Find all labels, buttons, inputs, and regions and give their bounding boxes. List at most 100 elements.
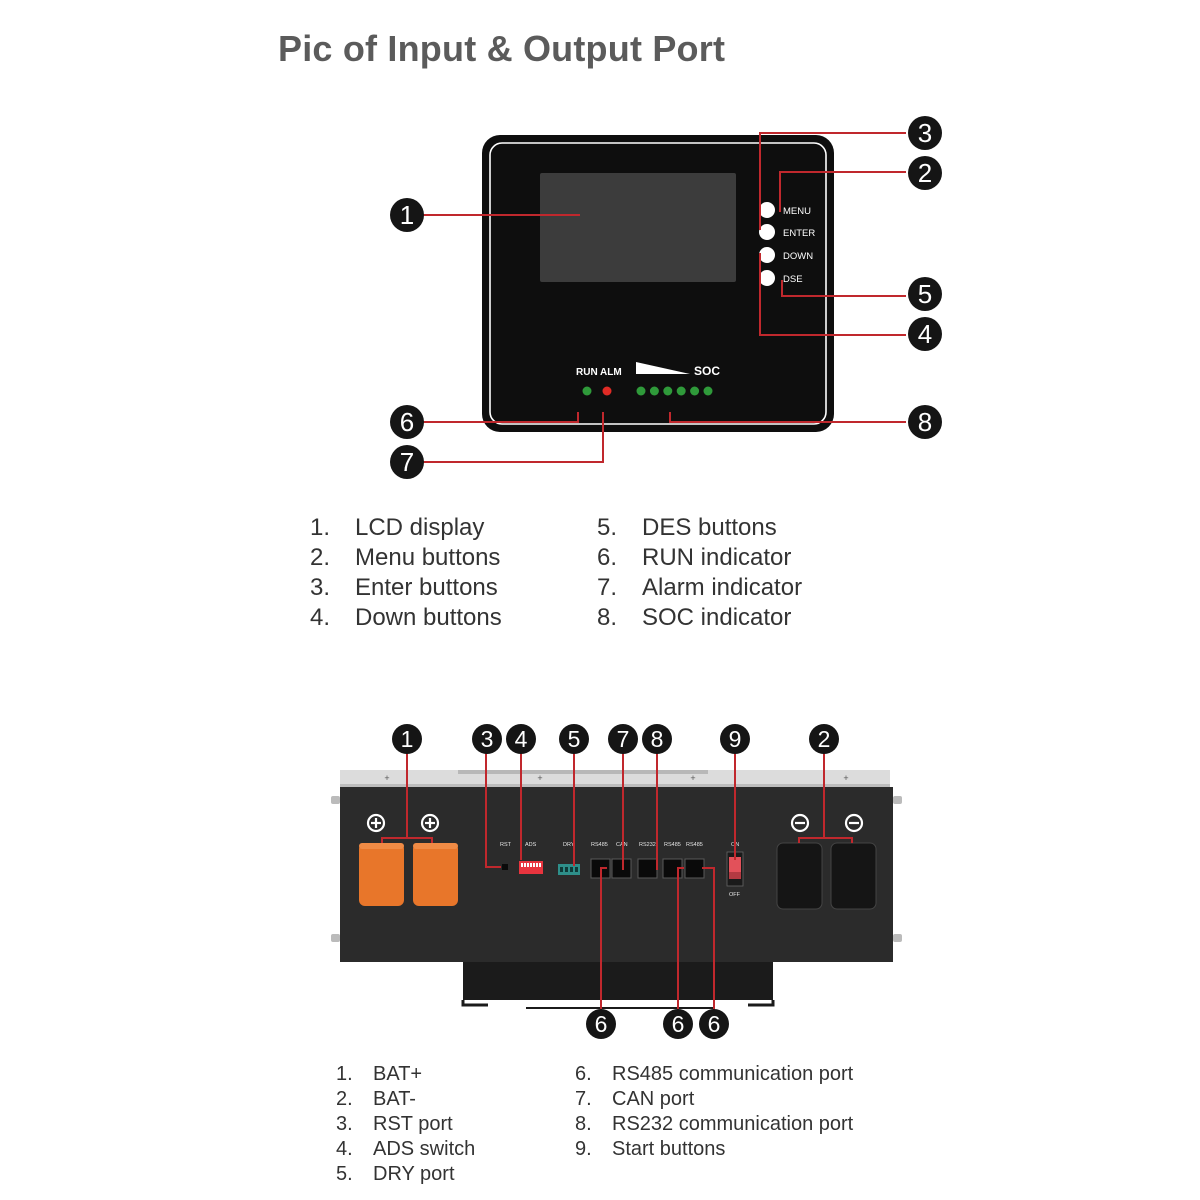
bat-minus-terminal-a[interactable] — [776, 842, 823, 910]
soc-led — [663, 386, 673, 396]
legend-item: 2.BAT- — [336, 1088, 416, 1110]
soc-label: SOC — [694, 364, 720, 378]
legend-item: 3.RST port — [336, 1113, 453, 1135]
svg-text:7: 7 — [400, 447, 414, 477]
front-callout-2: 2 — [908, 156, 942, 190]
front-callout-4: 4 — [908, 317, 942, 351]
legend-item: 4.Down buttons — [310, 604, 502, 631]
rear-callout-5: 5 — [559, 724, 589, 754]
dse-button[interactable]: DSE — [759, 270, 803, 286]
svg-text:2: 2 — [918, 158, 932, 188]
svg-text:6: 6 — [595, 1011, 608, 1037]
legend-item: 7.Alarm indicator — [597, 574, 803, 601]
soc-led — [703, 386, 713, 396]
run-label: RUN — [576, 367, 598, 378]
ads-switch[interactable] — [519, 861, 543, 874]
rear-callout-4: 4 — [506, 724, 536, 754]
bat-minus-terminal-b[interactable] — [830, 842, 877, 910]
legend-item: 4.ADS switch — [336, 1138, 476, 1160]
svg-text:9: 9 — [729, 726, 742, 752]
can-port[interactable] — [611, 858, 632, 879]
bat-plus-terminal-a[interactable] — [359, 843, 404, 906]
dry-label: DRY — [563, 842, 575, 848]
soc-indicator-leds — [636, 386, 713, 396]
legend-item: 8.SOC indicator — [597, 604, 792, 631]
front-legend-right: 5.DES buttons 6.RUN indicator 7.Alarm in… — [597, 513, 802, 633]
down-button-label: DOWN — [783, 251, 813, 262]
svg-text:6: 6 — [708, 1011, 721, 1037]
enter-button[interactable]: ENTER — [759, 224, 815, 240]
svg-text:+: + — [690, 773, 695, 783]
rear-callout-1: 1 — [392, 724, 422, 754]
start-switch[interactable] — [726, 851, 744, 887]
menu-button[interactable]: MENU — [759, 202, 811, 218]
legend-item: 9.Start buttons — [575, 1138, 726, 1160]
front-housing-inner — [489, 142, 827, 425]
rear-legend-left: 1.BAT+ 2.BAT- 3.RST port 4.ADS switch 5.… — [336, 1062, 475, 1187]
top-lid — [340, 770, 890, 787]
svg-text:1: 1 — [400, 200, 414, 230]
enter-button-label: ENTER — [783, 228, 815, 239]
rear-callout-6a: 6 — [586, 1009, 616, 1039]
rs485-label: RS485 — [664, 842, 681, 848]
dse-button-label: DSE — [783, 274, 803, 285]
svg-text:3: 3 — [481, 726, 494, 752]
rj45-ports — [590, 858, 705, 879]
legend-item: 6.RUN indicator — [597, 544, 792, 571]
legend-item: 6.RS485 communication port — [575, 1063, 854, 1085]
dry-port[interactable] — [558, 864, 580, 875]
lid-screws: + + + + — [384, 773, 848, 783]
page-title: Pic of Input & Output Port — [278, 28, 726, 69]
rear-panel-diagram: + + + + — [331, 724, 902, 1039]
soc-led — [690, 386, 700, 396]
legend-item: 1.BAT+ — [336, 1063, 423, 1085]
base-block — [463, 962, 773, 1000]
minus-icon — [790, 813, 810, 833]
rear-callout-6c: 6 — [699, 1009, 729, 1039]
rs232-port[interactable] — [637, 858, 658, 879]
alarm-indicator-led — [602, 386, 612, 396]
svg-text:6: 6 — [400, 407, 414, 437]
down-button[interactable]: DOWN — [759, 247, 813, 263]
soc-led — [649, 386, 659, 396]
front-callout-8: 8 — [908, 405, 942, 439]
front-callout-lines — [408, 132, 906, 463]
front-callout-1: 1 — [390, 198, 424, 232]
soc-led — [636, 386, 646, 396]
menu-button-label: MENU — [783, 206, 811, 217]
svg-text:3: 3 — [918, 118, 932, 148]
rear-callout-2: 2 — [809, 724, 839, 754]
lcd-display — [540, 173, 736, 282]
front-callout-5: 5 — [908, 277, 942, 311]
ads-label: ADS — [525, 842, 537, 848]
legend-item: 7.CAN port — [575, 1088, 695, 1110]
rs232-label: RS232 — [639, 842, 656, 848]
front-callout-3: 3 — [908, 116, 942, 150]
minus-icon — [844, 813, 864, 833]
alm-label: ALM — [600, 367, 622, 378]
rs485-port[interactable] — [684, 858, 705, 879]
rear-callout-9: 9 — [720, 724, 750, 754]
plus-icon — [420, 813, 440, 833]
side-brackets — [331, 796, 902, 942]
rear-callout-lines — [381, 740, 853, 1024]
front-legend-left: 1.LCD display 2.Menu buttons 3.Enter but… — [310, 513, 502, 633]
run-indicator-led — [582, 386, 592, 396]
svg-text:5: 5 — [568, 726, 581, 752]
rst-port[interactable] — [502, 864, 508, 870]
rs485-label: RS485 — [686, 842, 703, 848]
soc-wedge-icon — [636, 362, 690, 374]
rear-callout-8: 8 — [642, 724, 672, 754]
bat-plus-terminal-b[interactable] — [413, 843, 458, 906]
svg-text:7: 7 — [617, 726, 630, 752]
front-callout-6: 6 — [390, 405, 424, 439]
legend-item: 1.LCD display — [310, 514, 485, 541]
svg-text:2: 2 — [818, 726, 831, 752]
rs485-label: RS485 — [591, 842, 608, 848]
svg-text:8: 8 — [918, 407, 932, 437]
rst-label: RST — [500, 842, 512, 848]
legend-item: 2.Menu buttons — [310, 544, 501, 571]
legend-item: 3.Enter buttons — [310, 574, 498, 601]
legend-item: 5.DES buttons — [597, 514, 777, 541]
